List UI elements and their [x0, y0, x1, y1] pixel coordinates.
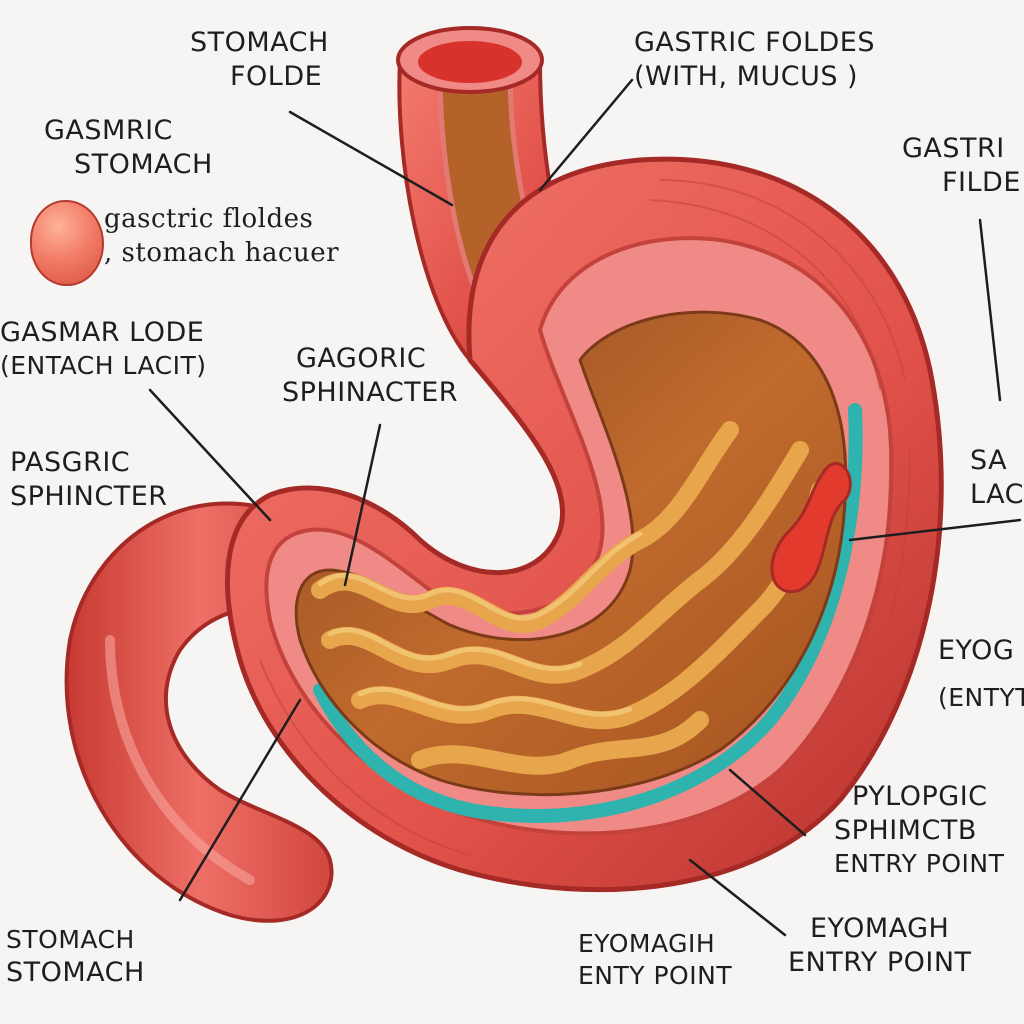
wall-texture: [259, 179, 911, 856]
label-line: SPHINACTER: [282, 377, 459, 408]
label-line: (WITH, MUCUS ): [634, 61, 859, 92]
label-pasgric-sphincter: PASGRIC SPHINCTER: [10, 446, 168, 514]
leader-gagoric: [343, 423, 382, 587]
label-line: STOMACH: [6, 925, 135, 954]
label-eyomagih-enty-point: EYOMAGIH ENTY POINT: [578, 928, 732, 992]
label-line: (ENTACH LACIT): [0, 351, 207, 380]
label-gasmar-lode: GASMAR LODE (ENTACH LACIT): [0, 316, 206, 382]
gastric-blob-icon: [30, 200, 104, 286]
label-gastric-foldes-mucus: GASTRIC FOLDES (WITH, MUCUS ): [634, 26, 875, 94]
label-line: PASGRIC: [10, 447, 131, 478]
label-gagoric-sphinacter: GAGORIC SPHINACTER: [282, 342, 458, 410]
label-line: GASMRIC: [44, 115, 173, 146]
gastric-rugae: [311, 421, 829, 775]
label-stomach-folde: STOMACH FOLDE: [190, 26, 329, 94]
label-line: STOMACH: [74, 149, 213, 180]
label-eyomagh-entry-point: EYOMAGH ENTRY POINT: [788, 912, 972, 980]
leader-stomach-stomach: [178, 698, 302, 902]
leader-lines: [148, 78, 1022, 937]
label-gasctric-floldes: gasctric floldes , stomach hacuer: [104, 202, 339, 270]
stomach-cavity: [294, 310, 848, 797]
label-line: GASTRIC FOLDES: [634, 27, 875, 58]
label-gastri-filde: GASTRI FILDE: [902, 132, 1021, 200]
label-line: ENTRY POINT: [834, 849, 1005, 878]
label-line: gasctric floldes: [104, 204, 314, 234]
label-line: EYOG: [938, 635, 1015, 666]
pyloric-fold: [770, 462, 852, 594]
label-line: STOMACH: [6, 957, 145, 988]
label-line: PYLOPGIC: [852, 781, 988, 812]
label-line: FOLDE: [230, 61, 323, 92]
label-line: SPHINCTER: [10, 481, 168, 512]
label-line: ENTY POINT: [578, 961, 733, 990]
rugae-shadow: [317, 531, 643, 717]
leader-eyomagih: [688, 858, 787, 937]
leader-gastric-foldes: [538, 78, 634, 192]
label-line: LAC: [970, 479, 1024, 510]
label-line: EYOMAGH: [810, 913, 950, 944]
label-line: SA: [970, 445, 1008, 476]
leader-gastri-filde: [978, 218, 1002, 402]
label-line: SPHIMCTB: [834, 815, 977, 846]
leader-stomach-folde: [288, 110, 454, 207]
label-line: STOMACH: [190, 27, 329, 58]
label-eyog-enty: EYOG (ENTYT: [938, 634, 1024, 714]
label-line: GASMAR LODE: [0, 317, 205, 348]
label-line: EYOMAGIH: [578, 929, 716, 958]
label-line: ENTRY POINT: [788, 947, 972, 978]
esophagus-lumen: [418, 41, 522, 83]
leader-sa-lac: [848, 518, 1022, 542]
mucus-layer: [313, 403, 863, 823]
label-line: GASTRI: [902, 133, 1005, 164]
label-stomach-stomach: STOMACH STOMACH: [6, 924, 145, 990]
label-line: , stomach hacuer: [104, 238, 340, 268]
label-line: GAGORIC: [296, 343, 427, 374]
duodenum: [64, 501, 334, 923]
label-line: FILDE: [942, 167, 1021, 198]
leader-pylopgic: [728, 768, 807, 837]
duodenum-highlight: [105, 635, 255, 885]
label-line: (ENTYT: [938, 683, 1024, 712]
label-gasmric-stomach: GASMRIC STOMACH: [44, 114, 213, 182]
label-sa-lac: SA LAC: [970, 444, 1024, 512]
leader-gasmar-lode: [148, 388, 272, 522]
label-pylopgic-sphimctb: PYLOPGIC SPHIMCTB ENTRY POINT: [834, 780, 1004, 880]
